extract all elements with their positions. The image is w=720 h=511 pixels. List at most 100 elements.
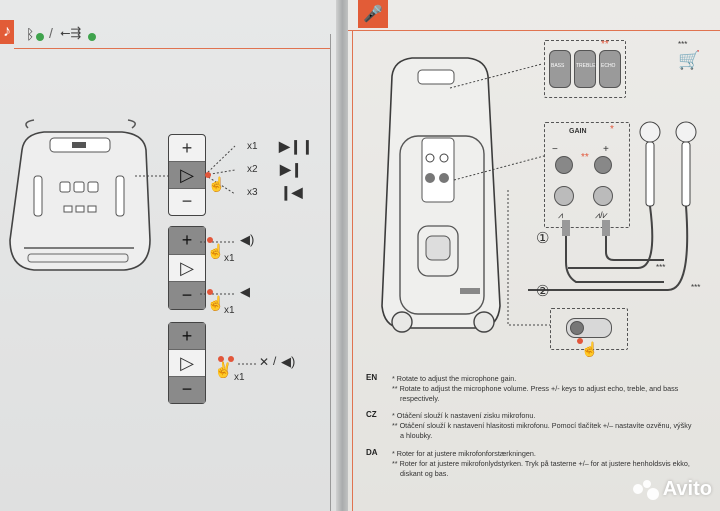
- microphones-illustration: [528, 121, 697, 291]
- gain-minus: −: [552, 144, 558, 155]
- bass-button[interactable]: BASS: [549, 50, 571, 88]
- mic2-knob[interactable]: [594, 156, 612, 174]
- book-gutter: [336, 0, 350, 511]
- mute-line: [238, 363, 258, 365]
- press-point: [207, 237, 213, 243]
- avito-watermark: Avito: [632, 478, 712, 501]
- hand-press-icon: ☝: [207, 295, 225, 311]
- treble-button[interactable]: TREBLE: [574, 50, 596, 88]
- note-cz-2: ** Otáčení slouží k nastavení hlasitosti…: [392, 421, 692, 430]
- note-cz-3: a hloubky.: [400, 431, 433, 440]
- play-step-lines: [204, 145, 236, 195]
- press-point: [205, 172, 211, 178]
- gain-label: GAIN: [569, 128, 587, 135]
- note-da-1: * Roter for at justere mikrofonforstærkn…: [392, 449, 536, 458]
- bluetooth-check-icon: [36, 33, 44, 41]
- left-header-rule: [14, 48, 330, 49]
- control-column-volume: + ▷ −: [168, 226, 206, 310]
- minus-button[interactable]: −: [169, 375, 205, 404]
- left-page-border: [330, 34, 331, 511]
- two-finger-press-icon: ✌: [214, 362, 233, 379]
- note-en-1: * Rotate to adjust the microphone gain.: [392, 374, 517, 383]
- note-da-3: diskant og bas.: [400, 469, 449, 478]
- control-column-mute: + ▷ −: [168, 322, 206, 404]
- separator-slash: /: [49, 25, 53, 41]
- mic-panel-callout: [453, 155, 545, 181]
- hand-press-icon: ☝: [207, 243, 225, 259]
- plus-button[interactable]: +: [169, 323, 205, 350]
- switch-knob: [570, 321, 584, 335]
- mic1-jack[interactable]: [554, 186, 574, 206]
- mic-guitar-icon: ⩘/⩗: [595, 210, 608, 220]
- volume-lines: [200, 241, 236, 295]
- volume-up-multiplier: x1: [224, 253, 235, 264]
- step-one-marker: ①: [536, 230, 550, 247]
- speaker-front-illustration: [9, 119, 151, 271]
- echo-button[interactable]: ECHO: [599, 50, 621, 88]
- lang-da: DA: [366, 448, 378, 457]
- usb-check-icon: [88, 33, 96, 41]
- play-step-1-label: x1: [247, 141, 258, 152]
- note-en-3: respectively.: [400, 394, 440, 403]
- volume-asterisks: **: [581, 152, 589, 163]
- cable-asterisks-2: ***: [691, 283, 701, 292]
- note-en-2: ** Rotate to adjust the microphone volum…: [392, 384, 679, 393]
- gain-asterisk: *: [610, 124, 614, 135]
- lang-cz: CZ: [366, 410, 377, 419]
- minus-button[interactable]: −: [169, 187, 205, 215]
- mute-separator: /: [273, 354, 277, 368]
- volume-down-icon: ◀: [240, 284, 250, 299]
- music-note-icon: ♪: [0, 20, 14, 44]
- press-point: [207, 289, 213, 295]
- speaker-back-illustration: [381, 57, 501, 333]
- note-cz-1: * Otáčení slouží k nastavení zisku mikro…: [392, 411, 536, 420]
- play-button[interactable]: ▷: [169, 254, 205, 282]
- play-button[interactable]: ▷: [169, 349, 205, 376]
- mute-multiplier: x1: [234, 372, 245, 383]
- bass-label: BASS: [551, 63, 565, 69]
- press-point: [218, 356, 224, 362]
- mute-icon: ✕: [259, 355, 270, 369]
- left-page: ♪ ᛒ / ⭠⇶ + ▷: [0, 0, 340, 511]
- treble-label: TREBLE: [576, 63, 596, 69]
- mic1-knob[interactable]: [555, 156, 573, 174]
- hand-press-icon: ☝: [581, 341, 599, 357]
- plug-illustration: [562, 220, 664, 283]
- minus-button[interactable]: −: [169, 281, 205, 310]
- play-button[interactable]: ▷: [169, 161, 205, 189]
- input-switch-panel: [550, 308, 628, 350]
- cable-asterisks-1: ***: [656, 263, 666, 272]
- gain-plus: +: [603, 144, 609, 155]
- right-page: 🎤 BASS TREBL: [348, 0, 720, 511]
- press-point: [228, 356, 234, 362]
- echo-label: ECHO: [601, 63, 616, 69]
- right-header-rule: [348, 30, 720, 31]
- control-column-playback: + ▷ −: [168, 134, 206, 216]
- hand-press-icon: ☝: [208, 176, 226, 192]
- lang-en: EN: [366, 373, 378, 382]
- top-panel-callout: [449, 63, 543, 89]
- avito-wordmark: Avito: [662, 478, 712, 500]
- microphone-icon: 🎤: [358, 0, 388, 28]
- previous-track-icon: ❙◀: [280, 184, 303, 200]
- play-step-2-label: x2: [247, 164, 258, 175]
- volume-up-icon: ◀): [240, 232, 255, 247]
- mic2-jack[interactable]: [593, 186, 613, 206]
- bottom-panel-callout: [507, 190, 550, 326]
- note-da-2: ** Roter for at justere mikrofonlydstyrk…: [392, 459, 690, 468]
- play-pause-icon: ▶❙❙: [279, 138, 314, 154]
- cart-asterisks: ***: [678, 40, 688, 49]
- plus-button[interactable]: +: [169, 227, 205, 255]
- next-track-icon: ▶❙: [280, 161, 303, 177]
- echo-asterisks: **: [601, 39, 609, 50]
- right-page-border: [352, 30, 353, 511]
- mic-icon: ⩘: [558, 210, 564, 220]
- plus-button[interactable]: +: [181, 137, 193, 158]
- unmute-icon: ◀): [281, 354, 296, 369]
- cart-icon: 🛒: [678, 50, 701, 70]
- bluetooth-icon: ᛒ: [26, 26, 35, 42]
- step-two-marker: ②: [536, 283, 550, 300]
- play-step-3-label: x3: [247, 187, 258, 198]
- usb-icon: ⭠⇶: [60, 25, 82, 40]
